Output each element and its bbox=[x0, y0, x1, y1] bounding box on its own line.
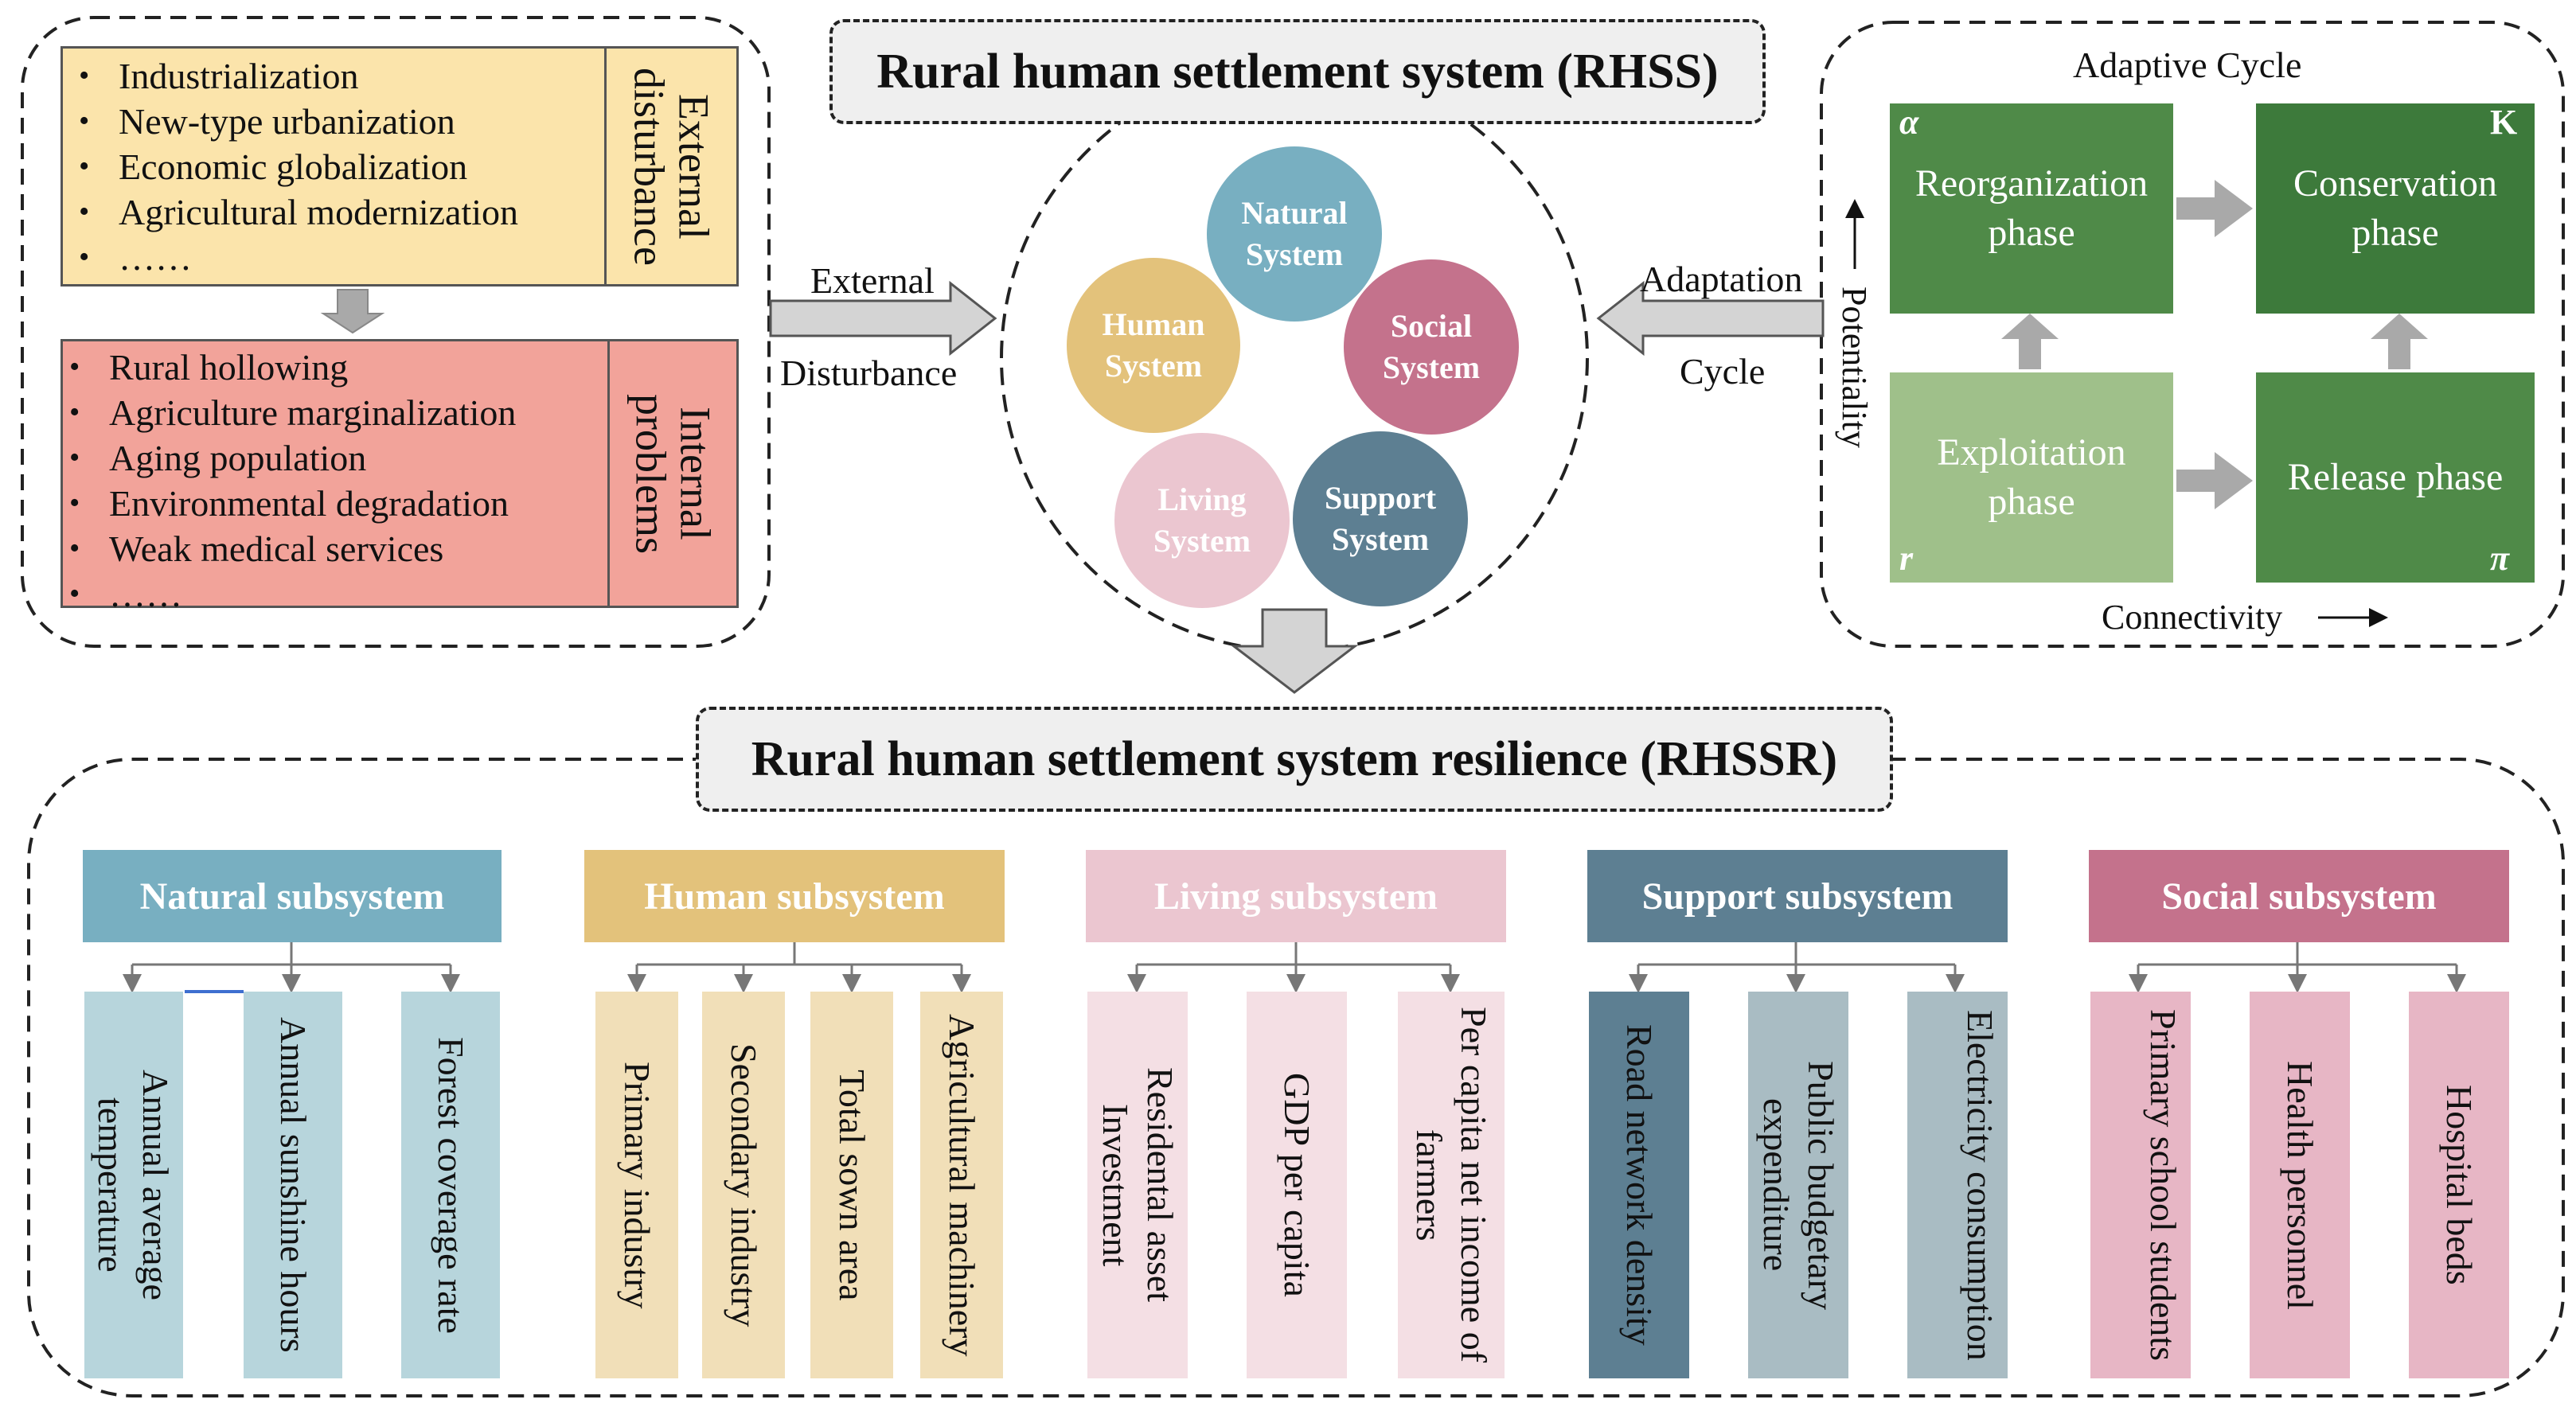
social-subsystem-header: Social subsystem bbox=[2089, 850, 2509, 942]
social-system-circle: Social System bbox=[1344, 259, 1519, 435]
conservation-phase-box: Conservation phase bbox=[2256, 103, 2535, 314]
down-arrow-center bbox=[1230, 608, 1359, 694]
rhssr-title: Rural human settlement system resilience… bbox=[751, 731, 1838, 786]
left-panel-frame bbox=[21, 16, 771, 648]
list-item: Economic globalization bbox=[68, 144, 518, 189]
natural-system-label: Natural System bbox=[1241, 195, 1348, 272]
indicator-primary-industry: Primary industry bbox=[595, 992, 678, 1378]
cycle-label: Cycle bbox=[1680, 351, 1766, 392]
indicator-gdp-per-capita: GDP per capita bbox=[1247, 992, 1347, 1378]
indicator-forest-coverage-rate: Forest coverage rate bbox=[401, 992, 500, 1378]
k-symbol: K bbox=[2490, 103, 2518, 142]
indicator-annual-sunshine-hours: Annual sunshine hours bbox=[244, 992, 342, 1378]
human-system-label: Human System bbox=[1102, 306, 1205, 384]
natural-system-circle: Natural System bbox=[1207, 146, 1382, 322]
arrow-release-to-conservation bbox=[2371, 314, 2428, 369]
social-system-label: Social System bbox=[1382, 308, 1481, 385]
indicator-secondary-industry: Secondary industry bbox=[702, 992, 785, 1378]
external-disturbance-label: External disturbance bbox=[625, 67, 718, 266]
indicator-residental-asset-investment: Residental asset Investment bbox=[1087, 992, 1188, 1378]
indicator-public-budgetary-expenditure: Public budgetary expenditure bbox=[1748, 992, 1848, 1378]
list-item: …… bbox=[58, 571, 516, 617]
support-subsystem-header: Support subsystem bbox=[1587, 850, 2008, 942]
living-subsystem-header: Living subsystem bbox=[1086, 850, 1506, 942]
support-connectors bbox=[1629, 942, 1965, 993]
indicator-health-personnel: Health personnel bbox=[2250, 992, 2350, 1378]
indicator-per-capita-net-income: Per capita net income of farmers bbox=[1398, 992, 1505, 1378]
social-connectors bbox=[2129, 942, 2466, 993]
exploitation-phase-box: Exploitation phase bbox=[1890, 372, 2173, 583]
external-label: External bbox=[810, 260, 935, 301]
indicator-annual-average-temperature: Annual average temperature bbox=[84, 992, 183, 1378]
alpha-symbol: α bbox=[1899, 103, 1919, 142]
indicator-primary-school-students: Primary school students bbox=[2090, 992, 2191, 1378]
indicator-total-sown-area: Total sown area bbox=[810, 992, 893, 1378]
list-item: Rural hollowing bbox=[58, 345, 516, 390]
arrow-exploitation-to-release bbox=[2176, 452, 2253, 509]
exploitation-phase-label: Exploitation phase bbox=[1937, 431, 2126, 523]
list-item: New-type urbanization bbox=[68, 99, 518, 144]
living-connectors bbox=[1127, 942, 1460, 993]
human-system-circle: Human System bbox=[1067, 258, 1240, 433]
adaptation-cycle-arrow bbox=[1596, 280, 1825, 357]
external-disturbance-arrow bbox=[769, 280, 997, 357]
support-system-label: Support System bbox=[1324, 480, 1437, 557]
r-symbol: r bbox=[1899, 539, 1914, 578]
indicator-hospital-beds: Hospital beds bbox=[2409, 992, 2509, 1378]
human-subsystem-header: Human subsystem bbox=[584, 850, 1005, 942]
support-system-circle: Support System bbox=[1293, 431, 1468, 606]
reorganization-phase-box: Reorganization phase bbox=[1890, 103, 2173, 314]
pi-symbol: π bbox=[2490, 539, 2510, 578]
external-disturbance-list: Industrialization New-type urbanization … bbox=[68, 53, 518, 280]
release-phase-label: Release phase bbox=[2287, 456, 2504, 498]
living-system-label: Living System bbox=[1153, 481, 1251, 559]
list-item: Weak medical services bbox=[58, 526, 516, 571]
rhss-title: Rural human settlement system (RHSS) bbox=[876, 44, 1719, 99]
rhssr-panel-frame bbox=[27, 758, 2565, 1397]
list-item: Aging population bbox=[58, 435, 516, 481]
natural-connectors bbox=[123, 942, 460, 993]
release-phase-box: Release phase bbox=[2256, 372, 2535, 583]
list-item: …… bbox=[68, 235, 518, 280]
disturbance-label: Disturbance bbox=[780, 353, 958, 393]
arrow-exploitation-to-reorg bbox=[2001, 314, 2059, 369]
adaptive-cycle-title: Adaptive Cycle bbox=[2073, 45, 2302, 85]
rhssr-title-box: Rural human settlement system resilience… bbox=[696, 707, 1893, 812]
internal-problems-box: Rural hollowing Agriculture marginalizat… bbox=[60, 339, 739, 617]
arrow-reorg-to-conservation bbox=[2176, 180, 2253, 237]
down-arrow-left bbox=[320, 289, 385, 334]
potentiality-label: Potentiality bbox=[1835, 286, 1874, 448]
internal-problems-list: Rural hollowing Agriculture marginalizat… bbox=[58, 345, 516, 617]
list-item: Environmental degradation bbox=[58, 481, 516, 526]
adaptation-label: Adaptation bbox=[1640, 259, 1803, 299]
list-item: Agricultural modernization bbox=[68, 189, 518, 235]
indicator-agricultural-machinery: Agricultural machinery bbox=[920, 992, 1003, 1378]
rhss-frame-circle bbox=[1000, 64, 1589, 653]
natural-subsystem-header: Natural subsystem bbox=[83, 850, 502, 942]
connectivity-label: Connectivity bbox=[2102, 598, 2283, 637]
reorganization-phase-label: Reorganization phase bbox=[1914, 162, 2149, 254]
external-disturbance-box: Industrialization New-type urbanization … bbox=[60, 46, 739, 286]
indicator-road-network-density: Road network density bbox=[1589, 992, 1689, 1378]
indicator-electricity-consumption: Electricity consumption bbox=[1907, 992, 2008, 1378]
list-item: Agriculture marginalization bbox=[58, 390, 516, 435]
living-system-circle: Living System bbox=[1114, 433, 1290, 608]
human-connectors bbox=[627, 942, 971, 993]
conservation-phase-label: Conservation phase bbox=[2293, 162, 2497, 254]
rhss-title-box: Rural human settlement system (RHSS) bbox=[829, 19, 1766, 124]
list-item: Industrialization bbox=[68, 53, 518, 99]
internal-problems-label: Internal problems bbox=[626, 393, 720, 554]
